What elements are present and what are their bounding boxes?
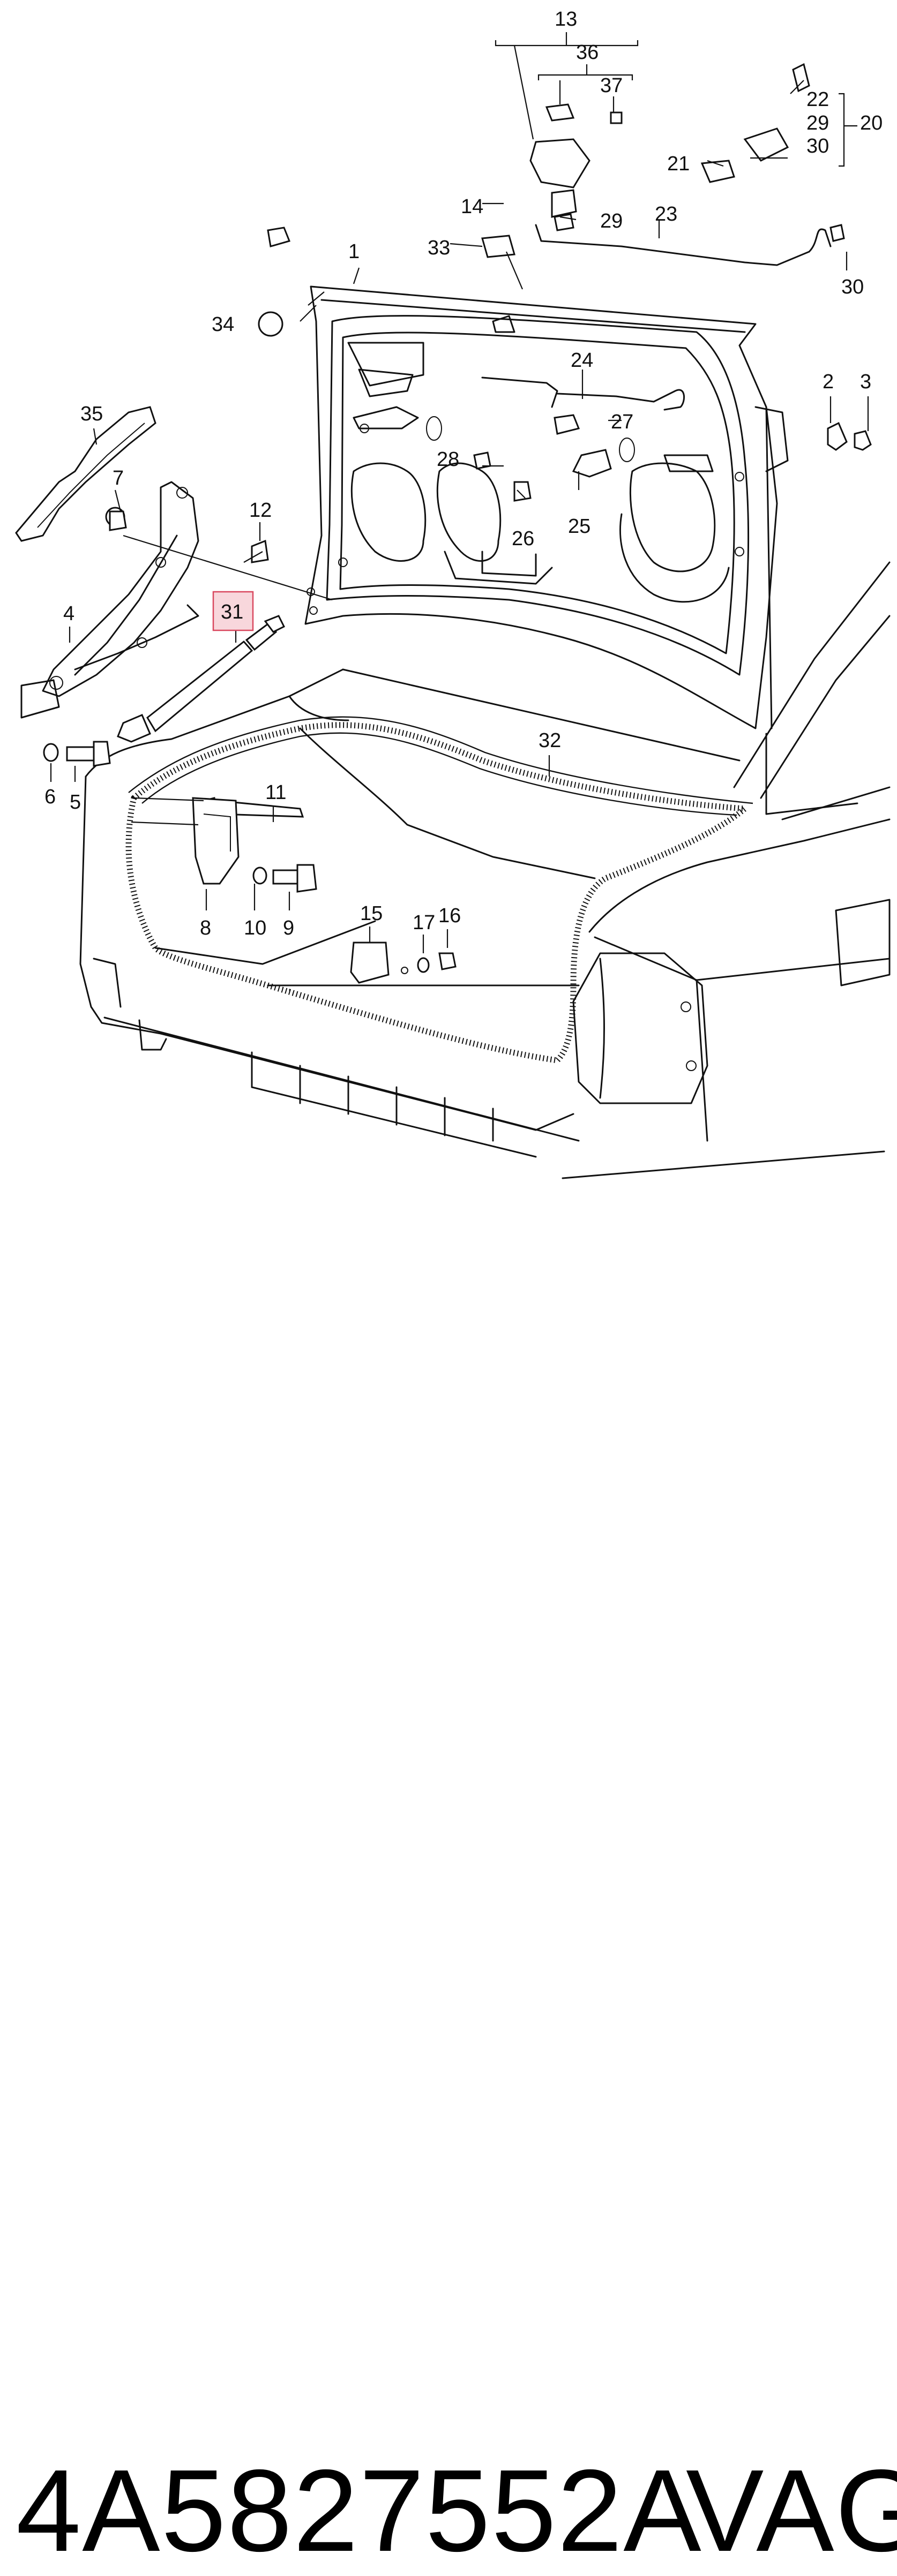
part-number: 4A5827552A — [16, 2446, 702, 2576]
callout-2: 2 — [823, 371, 834, 393]
callout-35: 35 — [80, 403, 103, 425]
gas-strut — [117, 615, 286, 743]
callout-30-rod: 30 — [841, 276, 864, 298]
callout-33: 33 — [428, 237, 450, 259]
callout-10: 10 — [244, 917, 266, 939]
callout-20: 20 — [860, 112, 883, 134]
callout-5: 5 — [70, 791, 81, 814]
callout-23: 23 — [655, 203, 677, 225]
fasteners — [43, 63, 872, 984]
leader-lines — [50, 32, 869, 953]
callout-12: 12 — [249, 499, 272, 522]
callout-32: 32 — [539, 729, 561, 752]
callout-28: 28 — [437, 448, 459, 471]
callout-11: 11 — [265, 781, 286, 804]
callout-31: 31 — [221, 601, 243, 623]
callout-3: 3 — [860, 371, 871, 393]
callout-4: 4 — [63, 602, 74, 625]
callout-30-lock: 30 — [806, 135, 829, 157]
callout-8: 8 — [200, 917, 211, 939]
caption-bar: 4A5827552A VAG — [0, 1221, 897, 2570]
callout-6: 6 — [44, 786, 56, 808]
cables — [481, 224, 832, 411]
hinge-parts — [15, 406, 199, 719]
callout-24: 24 — [571, 349, 593, 372]
callout-21: 21 — [667, 153, 690, 175]
car-body — [79, 561, 891, 1179]
exploded-parts-diagram: 13 36 37 22 29 30 20 21 14 29 23 33 30 1… — [15, 8, 891, 1179]
callout-16: 16 — [438, 905, 461, 927]
callout-17: 17 — [413, 912, 435, 934]
highlighted-callout-box — [212, 591, 254, 631]
trunk-seal — [125, 668, 753, 1064]
callout-29-rod: 29 — [600, 210, 623, 232]
callout-22: 22 — [806, 88, 829, 111]
callout-27: 27 — [611, 411, 633, 433]
callout-34: 34 — [212, 313, 234, 336]
callout-1: 1 — [348, 240, 360, 263]
brand-name: VAG — [686, 2446, 897, 2576]
callout-36: 36 — [576, 41, 599, 64]
callout-14: 14 — [461, 195, 483, 218]
callout-29-lock: 29 — [806, 112, 829, 134]
trunk-lid — [304, 285, 789, 729]
callout-26: 26 — [512, 528, 534, 550]
callout-15: 15 — [360, 902, 383, 925]
callout-37: 37 — [600, 74, 623, 97]
callout-labels: 13 36 37 22 29 30 20 21 14 29 23 33 30 1… — [44, 8, 883, 939]
callout-9: 9 — [283, 917, 294, 939]
callout-25: 25 — [568, 515, 590, 538]
callout-7: 7 — [113, 467, 124, 489]
callout-13: 13 — [555, 8, 577, 31]
